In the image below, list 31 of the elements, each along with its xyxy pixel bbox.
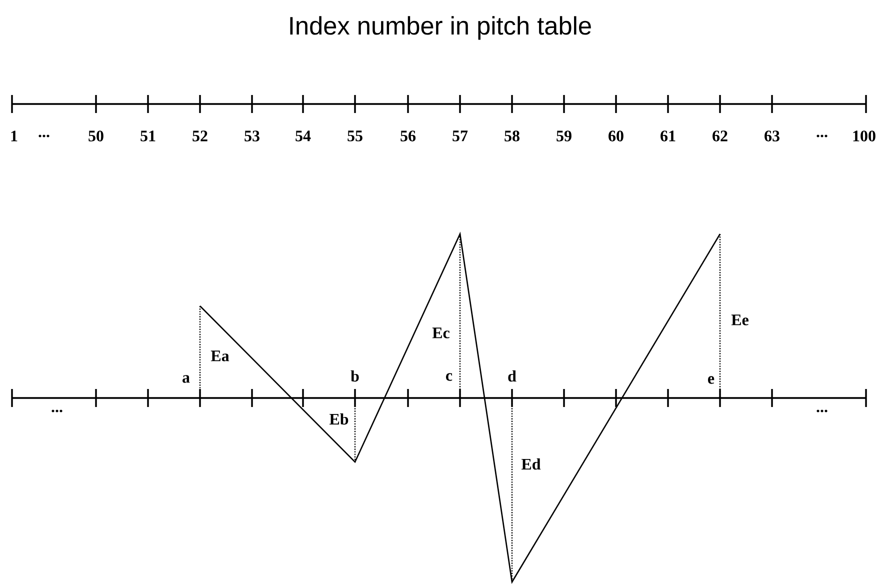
tick-label: 60 — [608, 130, 624, 142]
tick-label: 100 — [853, 130, 876, 142]
point-label: Eb — [330, 413, 348, 425]
tick-label: 53 — [244, 130, 260, 142]
point-label: e — [708, 376, 714, 384]
point-label: Ed — [522, 458, 541, 470]
tick-label: 50 — [88, 130, 104, 142]
point-label: Ea — [210, 350, 230, 362]
tick-label: 63 — [764, 130, 780, 142]
point-label: c — [446, 373, 452, 381]
tick-label: 55 — [348, 130, 362, 142]
tick-label: 56 — [400, 130, 416, 142]
tick-label: 58 — [504, 130, 520, 142]
tick-label: 61 — [660, 130, 676, 142]
tick-label: 54 — [296, 130, 311, 142]
tick-label: 52 — [192, 130, 208, 142]
point-label: Ee — [731, 314, 748, 326]
tick-label: ... — [816, 134, 828, 138]
tick-label: 1 — [11, 130, 18, 142]
point-label: b — [350, 370, 359, 382]
tick-label: ... — [38, 134, 50, 138]
point-label: ... — [52, 410, 62, 412]
point-label: d — [508, 370, 516, 382]
point-label: ... — [816, 410, 828, 412]
title: Index number in pitch table — [290, 16, 591, 40]
point-label: Ec — [432, 328, 450, 338]
tick-label: 51 — [140, 130, 156, 142]
point-label: a — [182, 375, 190, 383]
tick-label: 59 — [556, 130, 572, 142]
tick-label: 62 — [712, 130, 728, 142]
tick-label: 57 — [452, 130, 468, 142]
